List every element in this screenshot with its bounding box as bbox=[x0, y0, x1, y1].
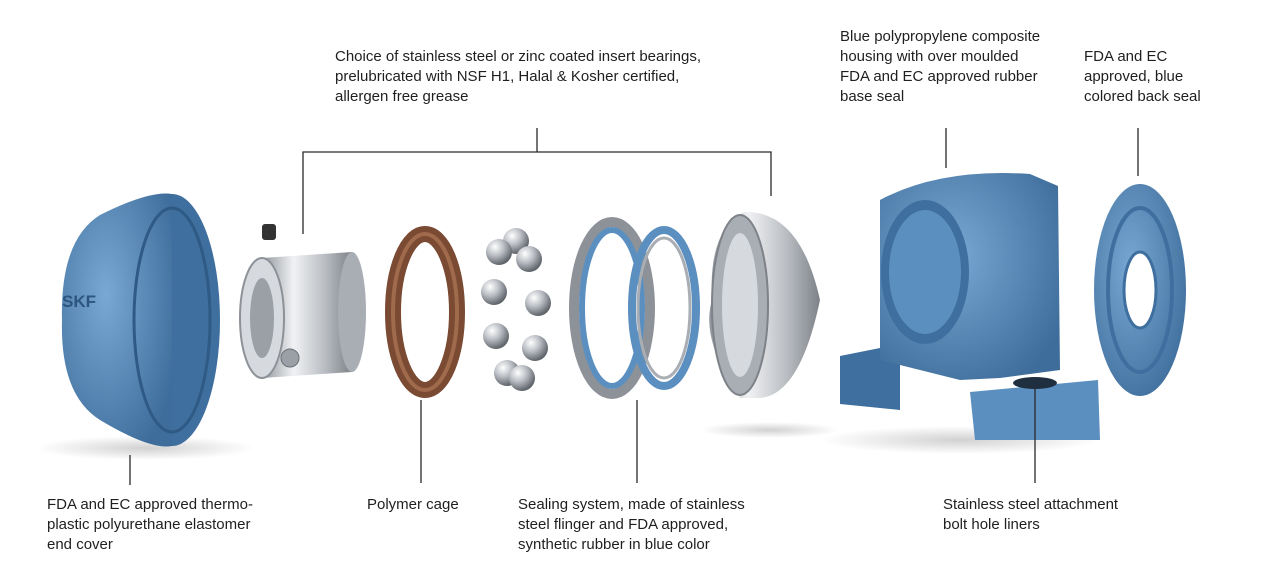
label-sealing-system: Sealing system, made of stainless steel … bbox=[518, 495, 745, 555]
label-line: approved, blue bbox=[1084, 68, 1184, 85]
label-back-seal: FDA and EC approved, blue colored back s… bbox=[1084, 47, 1201, 107]
housing bbox=[820, 173, 1100, 454]
sealing-rings bbox=[569, 217, 700, 399]
label-line: Polymer cage bbox=[367, 496, 459, 513]
label-line: synthetic rubber in blue color bbox=[518, 536, 710, 553]
label-line: Sealing system, made of stainless bbox=[518, 496, 745, 513]
back-seal bbox=[1094, 184, 1186, 396]
steel-balls bbox=[481, 228, 551, 391]
polymer-cage bbox=[385, 226, 465, 398]
label-line: Blue polypropylene composite bbox=[840, 28, 1041, 45]
skf-logo-text: SKF bbox=[62, 292, 96, 311]
label-line: housing with over moulded bbox=[840, 48, 1019, 65]
label-line: colored back seal bbox=[1084, 88, 1201, 105]
label-bolt-hole-liners: Stainless steel attachment bolt hole lin… bbox=[943, 495, 1118, 535]
label-line: FDA and EC bbox=[1084, 48, 1168, 65]
label-insert-bearings: Choice of stainless steel or zinc coated… bbox=[335, 47, 701, 107]
end-cover bbox=[35, 193, 255, 460]
label-line: plastic polyurethane elastomer bbox=[47, 516, 251, 533]
label-line: Stainless steel attachment bbox=[943, 496, 1119, 513]
label-line: base seal bbox=[840, 88, 905, 105]
label-line: Choice of stainless steel or zinc coated… bbox=[335, 48, 702, 65]
label-line: prelubricated with NSF H1, Halal & Koshe… bbox=[335, 68, 680, 85]
label-line: bolt hole liners bbox=[943, 516, 1040, 533]
label-housing: Blue polypropylene composite housing wit… bbox=[840, 27, 1040, 107]
label-line: end cover bbox=[47, 536, 113, 553]
label-line: steel flinger and FDA approved, bbox=[518, 516, 729, 533]
outer-ring bbox=[700, 211, 840, 438]
label-line: FDA and EC approved rubber bbox=[840, 68, 1038, 85]
label-end-cover: FDA and EC approved thermo- plastic poly… bbox=[47, 495, 253, 555]
insert-bearing bbox=[239, 224, 366, 379]
label-line: allergen free grease bbox=[335, 88, 469, 105]
leader-lines bbox=[129, 128, 1139, 485]
label-polymer-cage: Polymer cage bbox=[367, 495, 459, 515]
label-line: FDA and EC approved thermo- bbox=[47, 496, 253, 513]
